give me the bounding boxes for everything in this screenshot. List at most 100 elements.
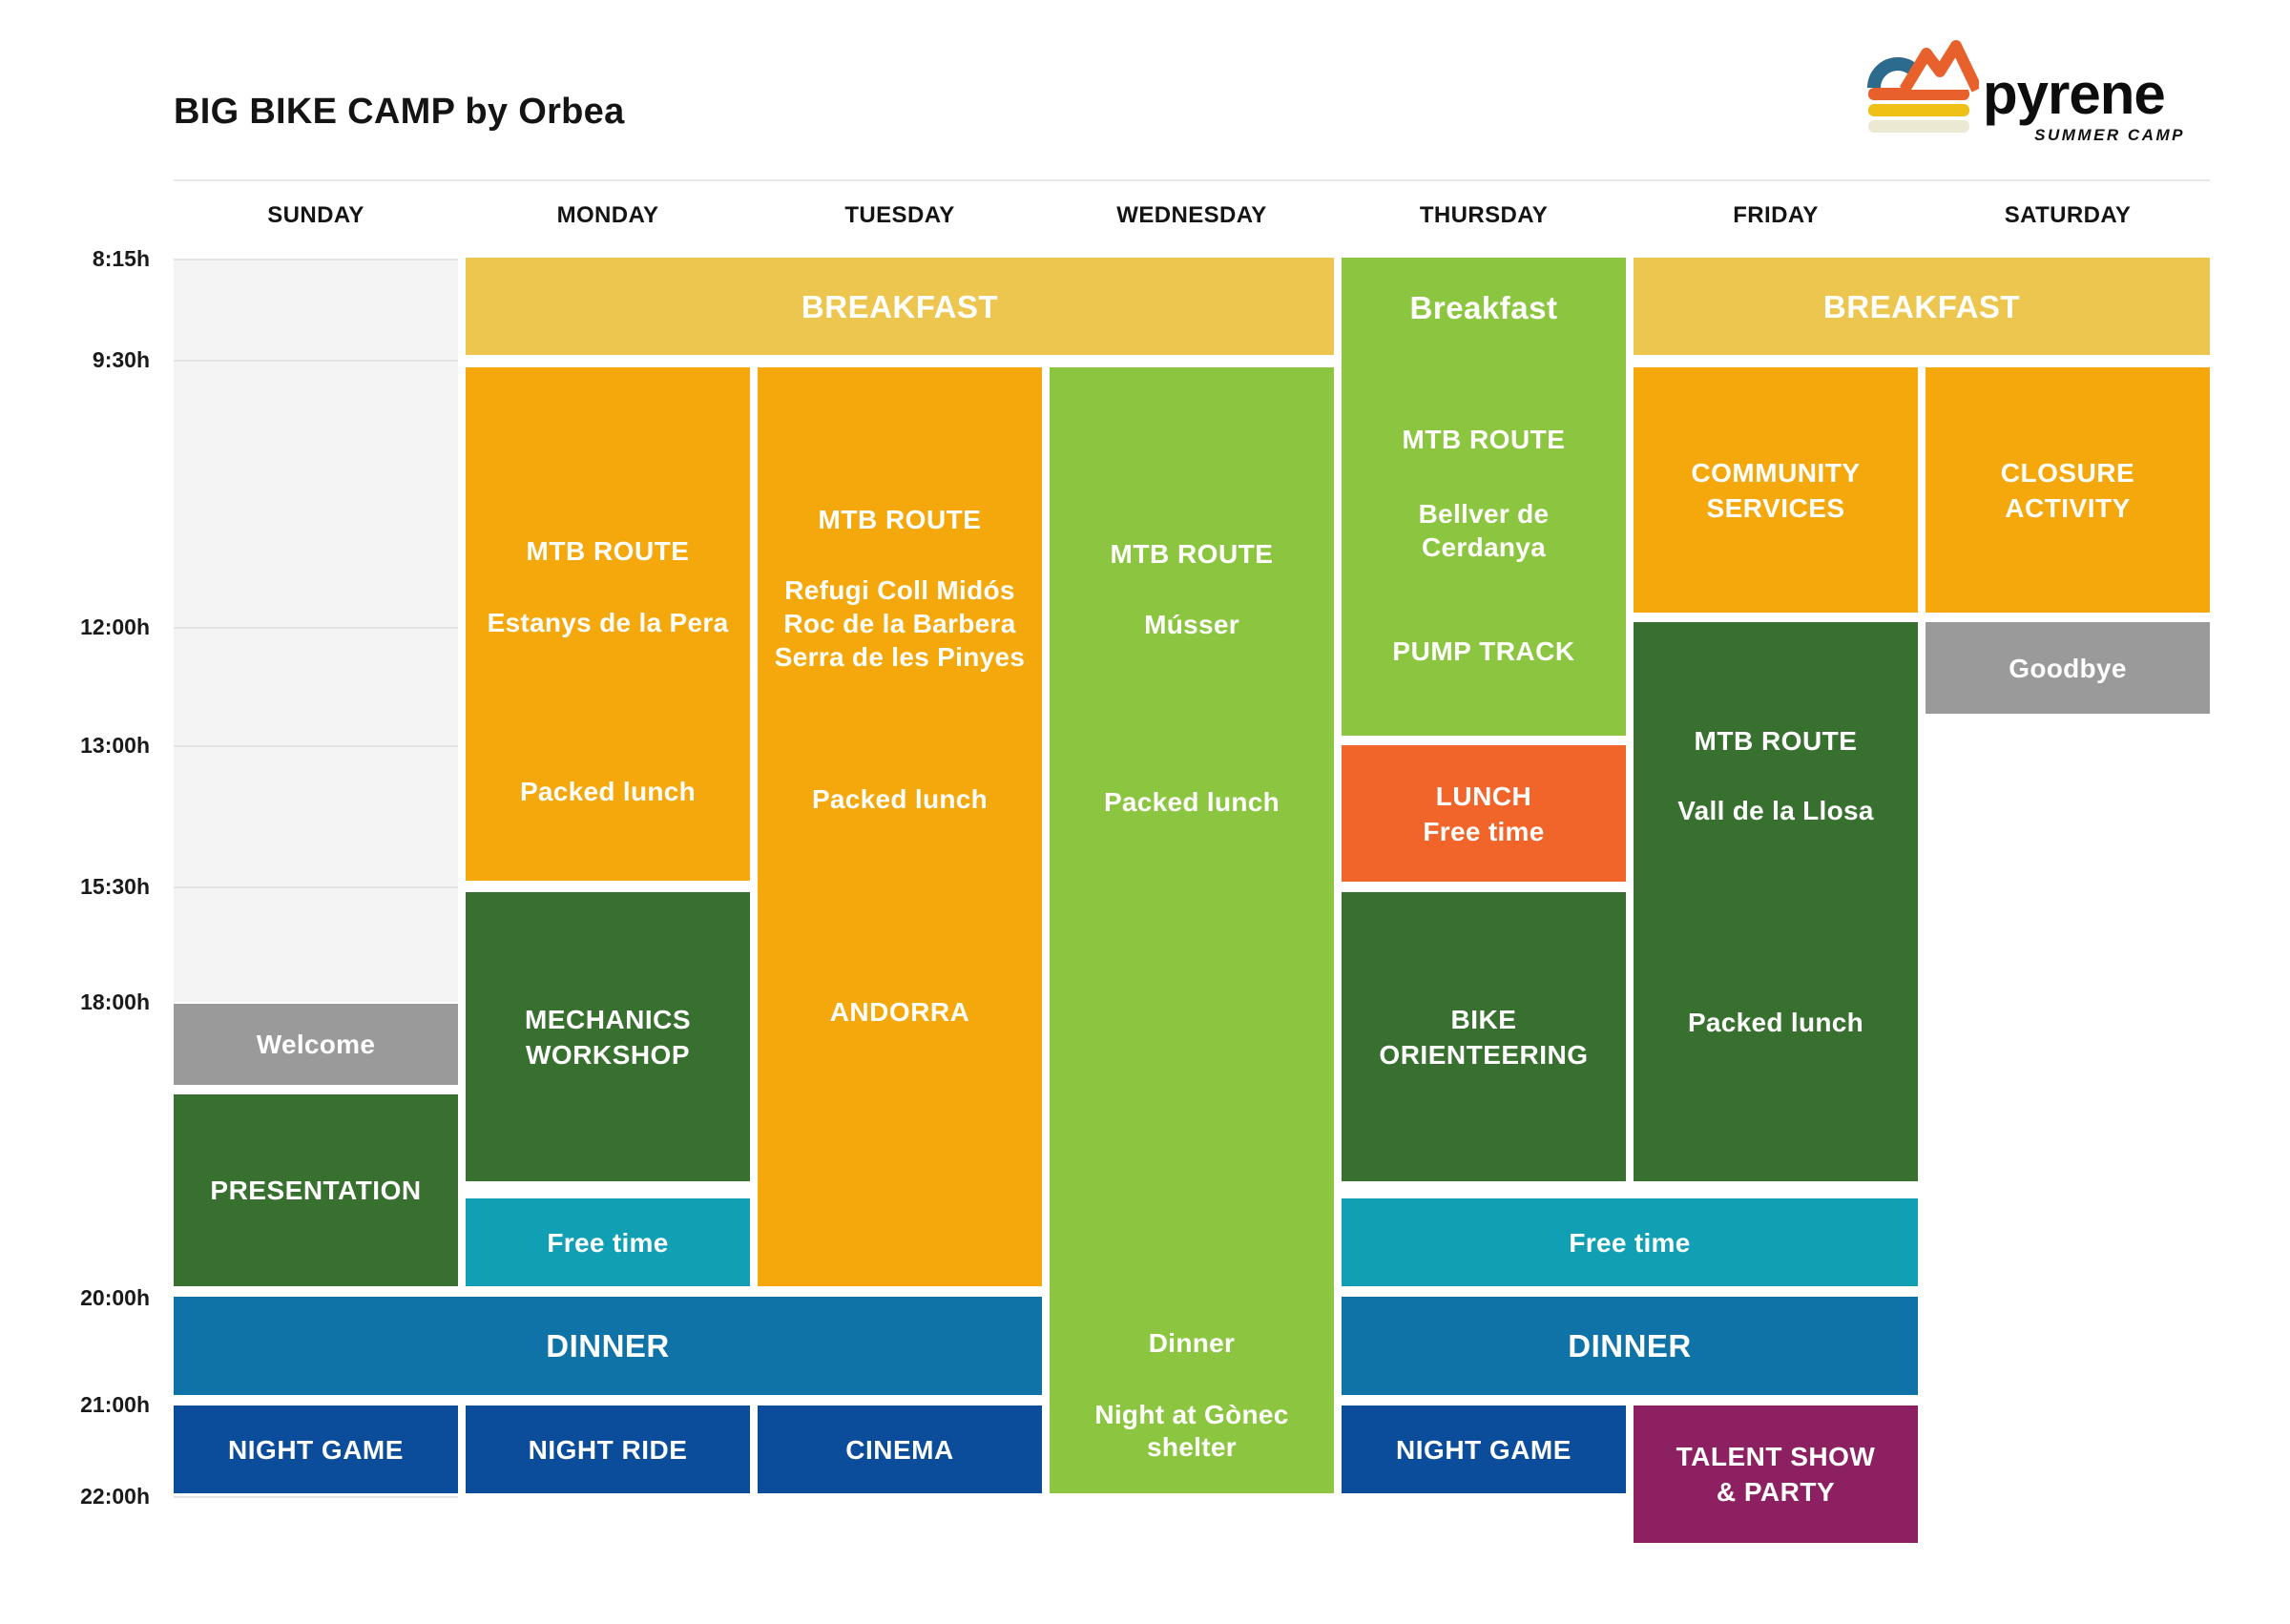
time-label-1200: 12:00h	[80, 614, 150, 639]
event-mtb-route-monday: MTB ROUTE Estanys de la Pera Packed lunc…	[466, 367, 750, 881]
event-route1: Refugi Coll Midós	[784, 575, 1015, 605]
gridline-0815	[174, 259, 458, 260]
pyrene-logo: pyrene SUMMER CAMP	[1866, 34, 2229, 158]
event-mtb-route-tuesday-andorra: MTB ROUTE Refugi Coll Midós Roc de la Ba…	[758, 367, 1042, 1286]
event-route2: Cerdanya	[1421, 532, 1546, 562]
brand-name: pyrene	[1983, 62, 2166, 126]
event-label: Free time	[547, 1227, 669, 1258]
event-line2: WORKSHOP	[526, 1039, 690, 1070]
brand-tagline: SUMMER CAMP	[2034, 126, 2185, 144]
event-label: PRESENTATION	[210, 1176, 422, 1205]
event-closure-activity: CLOSURE ACTIVITY	[1926, 367, 2210, 613]
mountains-logo-icon	[1867, 40, 1979, 133]
event-label: Goodbye	[2009, 653, 2127, 683]
event-mechanics-workshop: MECHANICS WORKSHOP	[466, 892, 750, 1181]
event-line1: CLOSURE	[2000, 457, 2135, 488]
gridline-1300	[174, 745, 458, 747]
event-night-game-thursday: NIGHT GAME	[1342, 1405, 1626, 1493]
event-route1: Bellver de	[1418, 499, 1550, 529]
event-bike-orienteering: BIKE ORIENTEERING	[1342, 892, 1626, 1181]
event-route: Músser	[1144, 610, 1239, 639]
day-header-saturday: SATURDAY	[2004, 202, 2132, 228]
event-title: MTB ROUTE	[1110, 539, 1274, 569]
page-title: BIG BIKE CAMP by Orbea	[174, 92, 625, 132]
time-label-2000: 20:00h	[80, 1285, 150, 1310]
gridline-0930	[174, 360, 458, 362]
event-night-ride: NIGHT RIDE	[466, 1405, 750, 1493]
event-mtb-route-wednesday-overnight: MTB ROUTE Músser Packed lunch Dinner Nig…	[1050, 367, 1334, 1493]
time-label-2100: 21:00h	[80, 1392, 150, 1417]
event-label: DINNER	[546, 1328, 670, 1364]
event-line2: Free time	[1423, 816, 1545, 846]
event-label: DINNER	[1568, 1328, 1692, 1364]
event-night-line2: shelter	[1147, 1432, 1237, 1462]
event-breakfast-fri-sat: BREAKFAST	[1634, 258, 2210, 355]
event-cinema: CINEMA	[758, 1405, 1042, 1493]
time-label-1800: 18:00h	[80, 989, 150, 1014]
day-header-friday: FRIDAY	[1733, 202, 1819, 228]
sunday-empty-column	[174, 259, 458, 1002]
time-label-1530: 15:30h	[80, 874, 150, 899]
event-line1: TALENT SHOW	[1676, 1442, 1876, 1471]
event-presentation: PRESENTATION	[174, 1094, 458, 1286]
event-label: NIGHT GAME	[228, 1434, 404, 1465]
time-label-2200: 22:00h	[80, 1484, 150, 1509]
gridline-1530	[174, 886, 458, 888]
event-breakfast: Breakfast	[1409, 290, 1558, 325]
event-route: Estanys de la Pera	[487, 608, 729, 637]
day-header-monday: MONDAY	[556, 202, 659, 228]
event-label: BREAKFAST	[801, 288, 999, 324]
event-dinner-sun-tue: DINNER	[174, 1297, 1042, 1395]
event-label: NIGHT GAME	[1396, 1434, 1572, 1465]
event-welcome: Welcome	[174, 1004, 458, 1085]
event-label: CINEMA	[845, 1434, 954, 1465]
event-label: BREAKFAST	[1822, 288, 2021, 324]
event-thursday-morning: Breakfast MTB ROUTE Bellver de Cerdanya …	[1342, 258, 1626, 736]
event-label: NIGHT RIDE	[528, 1434, 688, 1465]
event-note: Packed lunch	[1687, 1008, 1864, 1037]
event-route3: Serra de les Pinyes	[774, 642, 1026, 672]
event-talent-show-party: TALENT SHOW & PARTY	[1634, 1405, 1918, 1543]
event-free-time-monday: Free time	[466, 1198, 750, 1286]
event-title: MTB ROUTE	[526, 536, 690, 566]
event-night-line1: Night at Gònec	[1094, 1400, 1289, 1429]
event-night-game-sunday: NIGHT GAME	[174, 1405, 458, 1493]
event-label: Welcome	[256, 1030, 376, 1059]
time-label-1300: 13:00h	[80, 733, 150, 758]
event-dinner-thu-fri: DINNER	[1342, 1297, 1918, 1395]
event-extra: PUMP TRACK	[1392, 636, 1575, 666]
event-breakfast-mon-wed: BREAKFAST	[466, 258, 1334, 355]
event-line1: BIKE	[1450, 1004, 1517, 1034]
event-title: MTB ROUTE	[1694, 726, 1858, 756]
event-destination: ANDORRA	[829, 997, 970, 1027]
event-line2: ACTIVITY	[2005, 492, 2131, 523]
gridline-1200	[174, 627, 458, 629]
event-title: MTB ROUTE	[818, 505, 982, 534]
event-note: Packed lunch	[1103, 787, 1280, 817]
event-route: Vall de la Llosa	[1677, 796, 1874, 825]
event-title: MTB ROUTE	[1402, 425, 1566, 454]
day-header-wednesday: WEDNESDAY	[1116, 202, 1267, 228]
event-community-services: COMMUNITY SERVICES	[1634, 367, 1918, 613]
day-header-thursday: THURSDAY	[1419, 202, 1549, 228]
event-line2: ORIENTEERING	[1379, 1039, 1589, 1070]
event-note: Packed lunch	[519, 777, 697, 806]
day-header-sunday: SUNDAY	[267, 202, 364, 228]
time-label-0930: 9:30h	[92, 347, 150, 372]
event-note: Packed lunch	[811, 784, 989, 814]
header-divider	[174, 179, 2210, 181]
event-line1: COMMUNITY	[1691, 457, 1861, 488]
event-free-time-thu-fri: Free time	[1342, 1198, 1918, 1286]
event-line1: LUNCH	[1435, 781, 1532, 811]
event-line1: MECHANICS	[524, 1004, 692, 1034]
event-line2: SERVICES	[1706, 492, 1845, 523]
event-goodbye: Goodbye	[1926, 622, 2210, 714]
day-header-tuesday: TUESDAY	[844, 202, 955, 228]
event-route2: Roc de la Barbera	[783, 609, 1016, 638]
time-label-0815: 8:15h	[92, 246, 150, 271]
gridline-2200	[174, 1496, 458, 1498]
event-line2: & PARTY	[1716, 1477, 1836, 1507]
event-label: Free time	[1569, 1227, 1691, 1258]
event-dinner: Dinner	[1148, 1328, 1236, 1358]
